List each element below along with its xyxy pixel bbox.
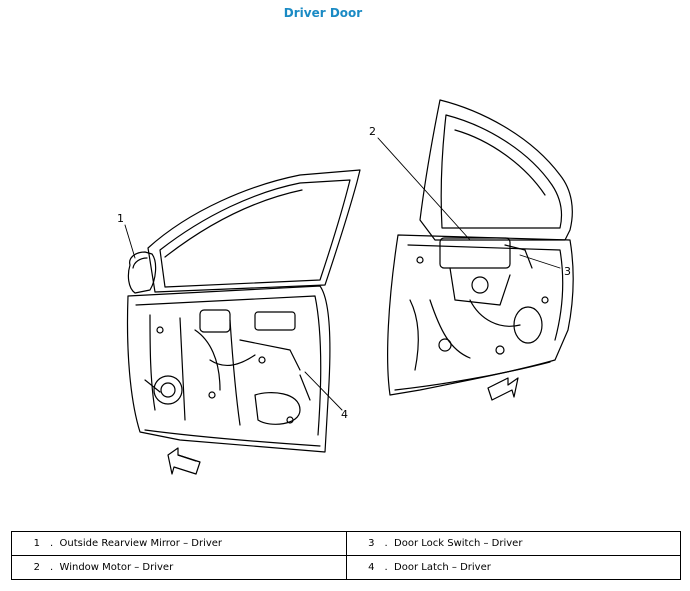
page-title: Driver Door — [283, 6, 363, 20]
legend-row: 1. Outside Rearview Mirror – Driver 3. D… — [11, 531, 681, 556]
legend-number: 3 — [368, 538, 375, 549]
legend-cell: 1. Outside Rearview Mirror – Driver — [11, 531, 347, 556]
legend-cell: 4. Door Latch – Driver — [345, 555, 681, 580]
callout-number-1: 1 — [117, 212, 124, 225]
callout-number-4: 4 — [341, 408, 348, 421]
callout-legend-table: 1. Outside Rearview Mirror – Driver 3. D… — [11, 531, 681, 580]
callout-leaders — [124, 137, 561, 411]
legend-cell: 2. Window Motor – Driver — [11, 555, 347, 580]
legend-cell: 3. Door Lock Switch – Driver — [345, 531, 681, 556]
legend-number: 2 — [33, 562, 40, 573]
legend-label: Outside Rearview Mirror – Driver — [59, 538, 223, 549]
door-diagram: 1 2 3 4 — [117, 99, 574, 475]
forward-arrow-icon — [167, 447, 201, 475]
callout-number-2: 2 — [369, 125, 376, 138]
driver-door-interior — [387, 99, 574, 401]
legend-row: 2. Window Motor – Driver 4. Door Latch –… — [11, 555, 681, 580]
legend-label: Window Motor – Driver — [59, 562, 174, 573]
callout-number-3: 3 — [564, 265, 571, 278]
legend-number: 4 — [368, 562, 375, 573]
legend-label: Door Latch – Driver — [394, 562, 491, 573]
legend-number: 1 — [33, 538, 40, 549]
rearward-arrow-icon — [487, 377, 519, 401]
driver-door-exterior — [126, 169, 361, 475]
legend-label: Door Lock Switch – Driver — [394, 538, 523, 549]
